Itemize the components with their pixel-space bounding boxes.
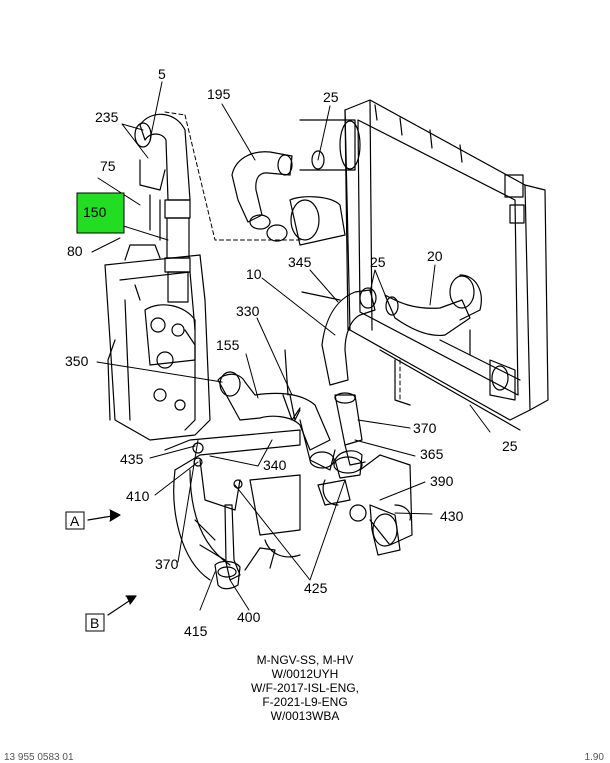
view-arrows: [87, 509, 137, 616]
highlight-box-150[interactable]: [76, 192, 125, 234]
callout-430[interactable]: 430: [440, 508, 464, 524]
dashed-reference-lines: [164, 111, 401, 401]
callout-390[interactable]: 390: [430, 473, 454, 489]
note-line-1: M-NGV-SS, M-HV: [256, 653, 354, 667]
callout-350[interactable]: 350: [65, 353, 89, 369]
callout-425[interactable]: 425: [304, 580, 328, 596]
callout-435[interactable]: 435: [120, 451, 144, 467]
lower-fittings-drawing: [233, 450, 413, 556]
drawing-number: 13 955 0583 01: [4, 752, 74, 763]
callout-340[interactable]: 340: [263, 457, 287, 473]
callout-25-mid[interactable]: 25: [370, 254, 386, 270]
view-b-label: B: [90, 615, 99, 631]
callout-20[interactable]: 20: [427, 248, 443, 264]
note-line-5: W/0013WBA: [270, 709, 340, 723]
note-line-3: W/F-2017-ISL-ENG,: [250, 681, 360, 695]
applicability-note: M-NGV-SS, M-HV W/0012UYH W/F-2017-ISL-EN…: [190, 653, 420, 723]
callout-5[interactable]: 5: [158, 66, 166, 82]
callout-330[interactable]: 330: [236, 303, 260, 319]
drain-pipe-drawing: [214, 504, 276, 590]
upper-hose-drawing: [231, 119, 361, 246]
callout-410[interactable]: 410: [126, 488, 150, 504]
drawing-revision: 1.90: [584, 752, 604, 763]
view-a-box: [65, 511, 85, 530]
callout-150[interactable]: 150: [83, 204, 107, 220]
callout-235[interactable]: 235: [95, 109, 119, 125]
callout-415[interactable]: 415: [184, 623, 208, 639]
callout-370-right[interactable]: 370: [413, 420, 437, 436]
leader-lines: [91, 81, 491, 611]
callout-155[interactable]: 155: [216, 337, 240, 353]
callout-75[interactable]: 75: [100, 158, 116, 174]
callout-345[interactable]: 345: [288, 254, 312, 270]
note-line-2: W/0012UYH: [271, 667, 339, 681]
engine-block-drawing: [104, 244, 211, 441]
callout-370-left[interactable]: 370: [155, 556, 179, 572]
callout-25-right[interactable]: 25: [502, 438, 518, 454]
callout-195[interactable]: 195: [207, 86, 231, 102]
view-a-label: A: [70, 513, 80, 529]
callout-365[interactable]: 365: [420, 446, 444, 462]
note-line-4: F-2021-L9-ENG: [262, 695, 348, 709]
view-b-box: [85, 613, 105, 632]
lower-engine-drawing: [164, 429, 301, 581]
callout-10[interactable]: 10: [246, 266, 262, 282]
callout-25-top[interactable]: 25: [323, 89, 339, 105]
callout-400[interactable]: 400: [237, 609, 261, 625]
vertical-pipe-drawing: [134, 113, 191, 303]
callout-80[interactable]: 80: [67, 243, 83, 259]
